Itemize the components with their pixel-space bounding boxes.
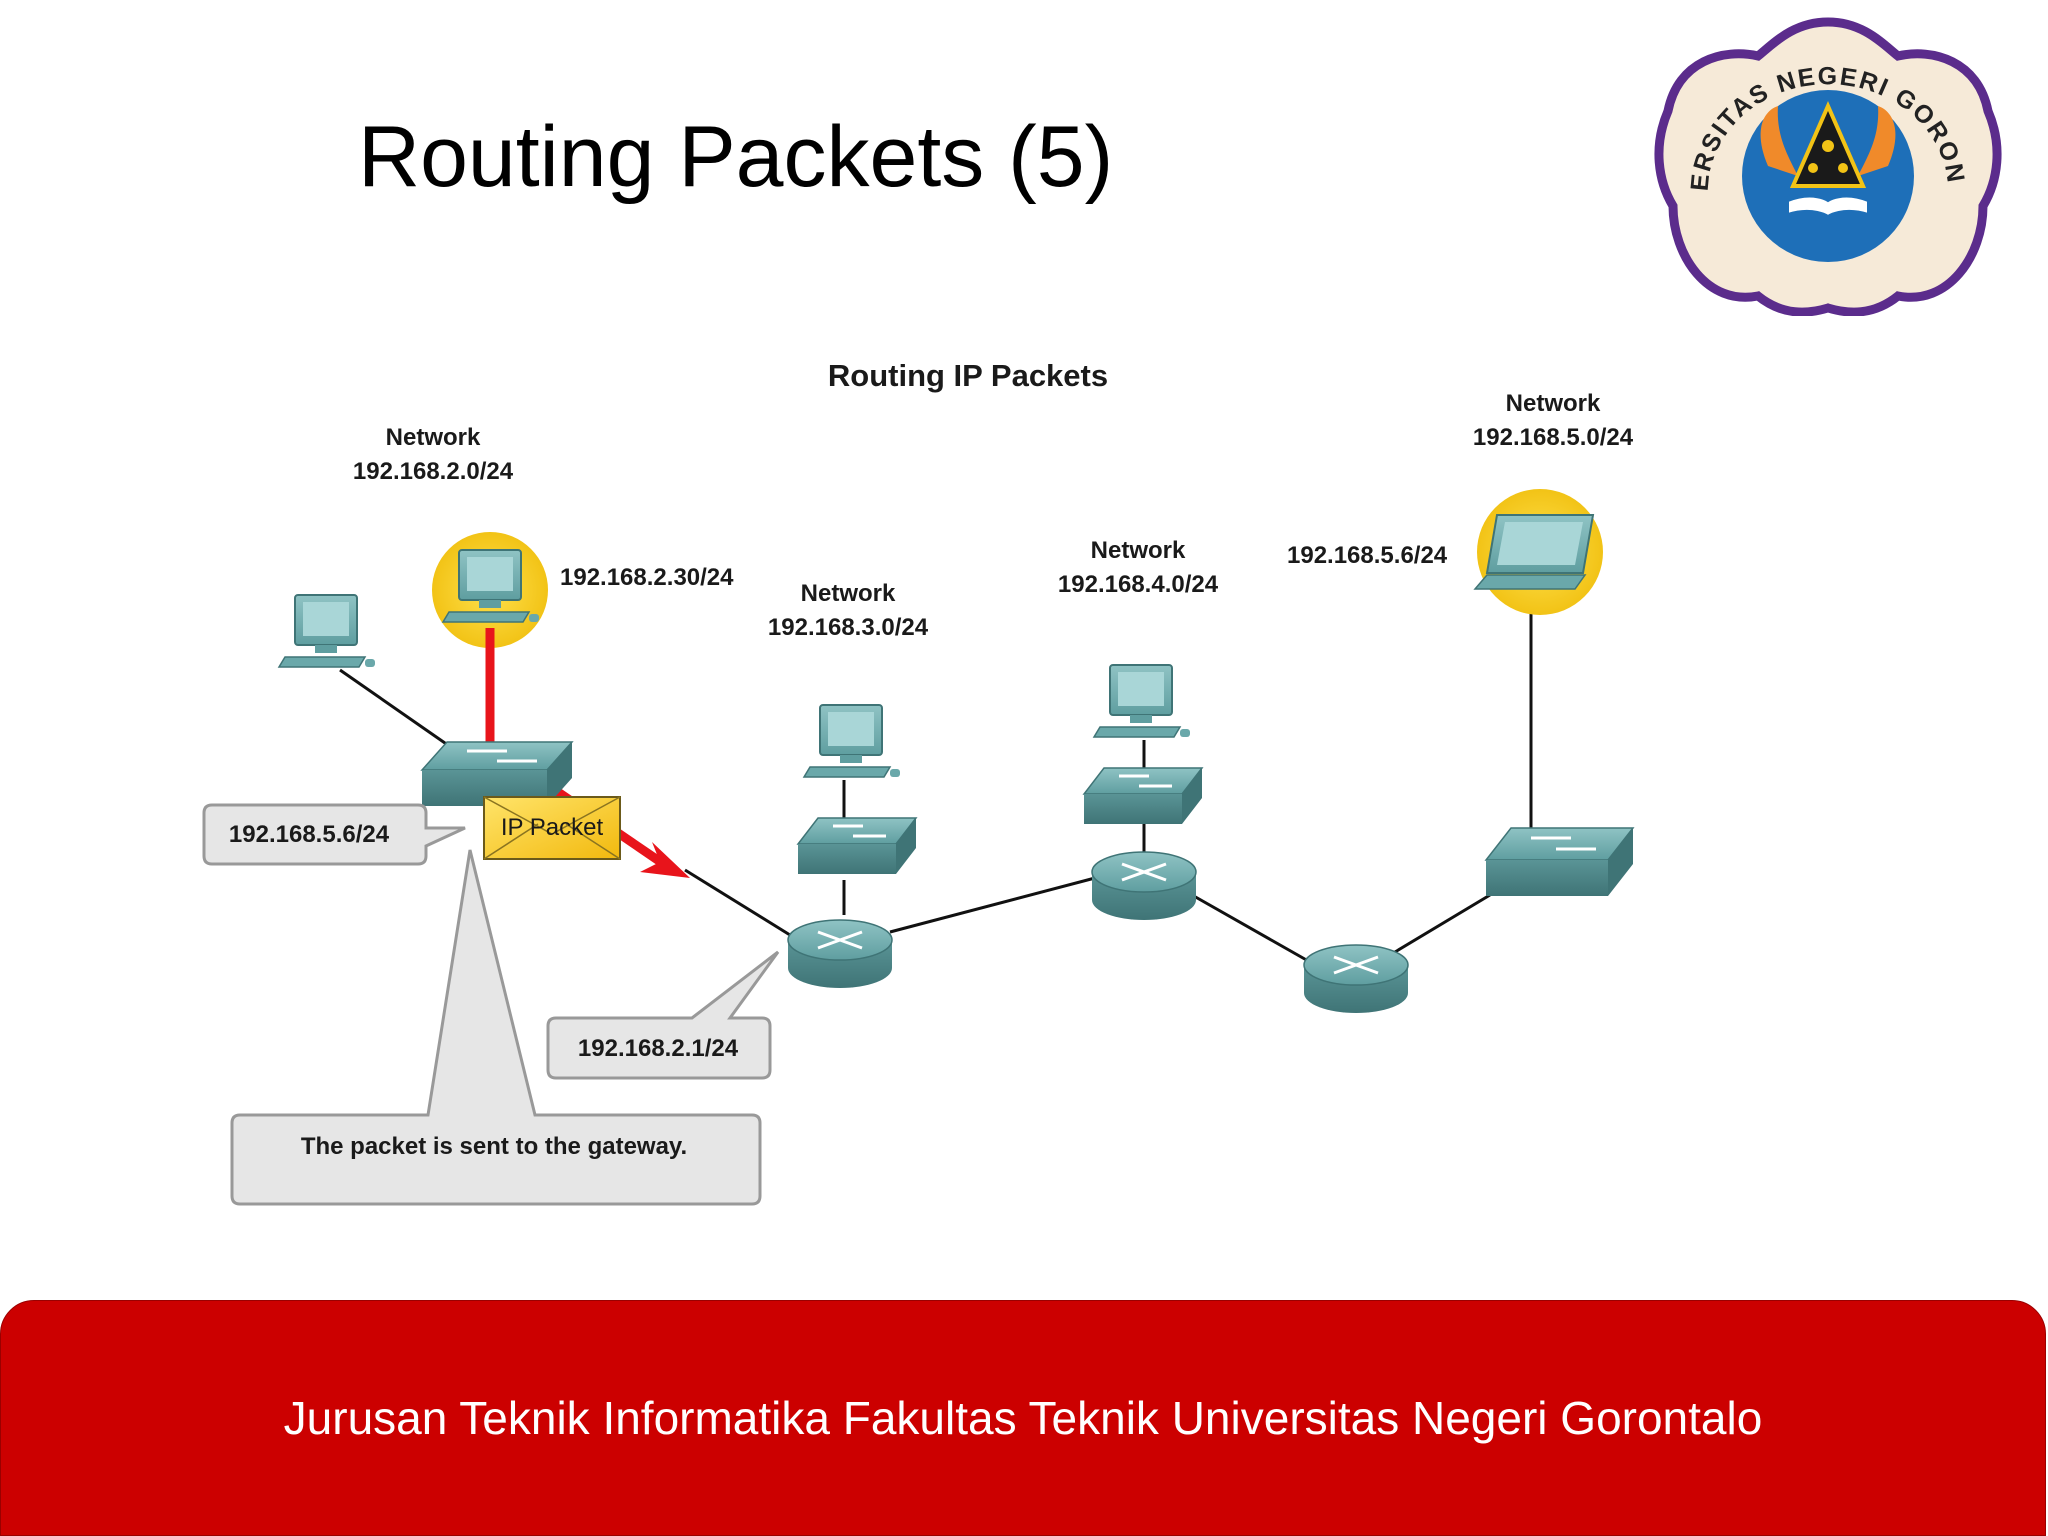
destination-host-ip: 192.168.5.6/24 <box>1287 542 1448 569</box>
slide-title: Routing Packets (5) <box>358 109 1114 205</box>
network-label-5: Network 192.168.5.0/24 <box>1473 390 1634 451</box>
network-label-2: Network 192.168.2.0/24 <box>353 424 514 485</box>
svg-text:Network: Network <box>386 424 481 451</box>
switch-icon-network-3 <box>796 817 918 874</box>
destination-callout: 192.168.5.6/24 <box>202 803 466 866</box>
pc-icon-source <box>441 549 539 623</box>
switch-icon-network-5 <box>1484 827 1635 896</box>
ip-packet: IP Packet <box>483 796 621 860</box>
pc-icon-network-4 <box>1092 664 1190 738</box>
note-callout: The packet is sent to the gateway. <box>230 849 762 1206</box>
university-logo: UNIVERSITAS NEGERI GORONTALO <box>1648 16 2002 316</box>
svg-text:The packet is sent to the gate: The packet is sent to the gateway. <box>301 1133 687 1160</box>
svg-text:192.168.4.0/24: 192.168.4.0/24 <box>1058 571 1219 598</box>
svg-text:192.168.5.6/24: 192.168.5.6/24 <box>229 821 390 848</box>
router-icon-gateway <box>787 919 893 988</box>
packet-path-arrowhead <box>640 842 690 878</box>
svg-text:IP Packet: IP Packet <box>501 814 604 841</box>
svg-text:192.168.2.1/24: 192.168.2.1/24 <box>578 1035 739 1062</box>
svg-text:192.168.5.0/24: 192.168.5.0/24 <box>1473 424 1634 451</box>
svg-text:192.168.2.0/24: 192.168.2.0/24 <box>353 458 514 485</box>
svg-text:192.168.3.0/24: 192.168.3.0/24 <box>768 614 929 641</box>
source-host-ip: 192.168.2.30/24 <box>560 564 734 591</box>
gateway-callout: 192.168.2.1/24 <box>546 950 780 1080</box>
footer-text: Jurusan Teknik Informatika Fakultas Tekn… <box>283 1392 1763 1444</box>
footer-bar: Jurusan Teknik Informatika Fakultas Tekn… <box>0 1300 2046 1536</box>
switch-icon-network-4 <box>1082 767 1204 824</box>
diagram-title: Routing IP Packets <box>828 358 1108 393</box>
laptop-icon-destination <box>1473 514 1595 590</box>
routing-diagram: Routing IP Packets Network 192.168.2.0/2… <box>202 358 1635 1206</box>
network-links <box>339 600 1533 964</box>
svg-text:Network: Network <box>1091 537 1186 564</box>
router-icon-network-5 <box>1303 944 1409 1013</box>
router-icon-network-4 <box>1091 851 1197 920</box>
svg-text:Network: Network <box>801 580 896 607</box>
network-label-4: Network 192.168.4.0/24 <box>1058 537 1219 598</box>
network-label-3: Network 192.168.3.0/24 <box>768 580 929 641</box>
svg-text:Network: Network <box>1506 390 1601 417</box>
pc-icon-network-3 <box>802 704 900 778</box>
pc-icon-left <box>277 594 375 668</box>
